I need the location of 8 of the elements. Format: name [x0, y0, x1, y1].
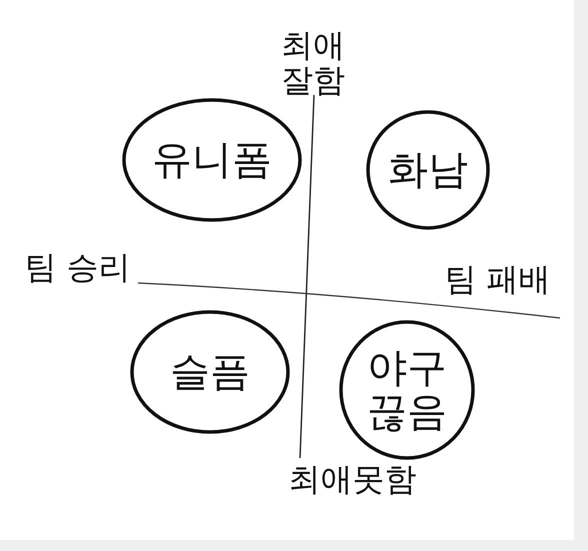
circle-label: 유니폼	[152, 138, 272, 182]
axis-label: 최애못함	[288, 462, 418, 498]
circle-label: 슬픔	[170, 350, 250, 394]
axis-label: 최애 잘함	[280, 28, 346, 98]
circle-label: 화남	[388, 148, 468, 192]
axis-label: 팀 승리	[23, 250, 132, 286]
axis-label: 팀 패배	[443, 262, 552, 298]
circle-label: 야구 끊음	[366, 346, 448, 434]
